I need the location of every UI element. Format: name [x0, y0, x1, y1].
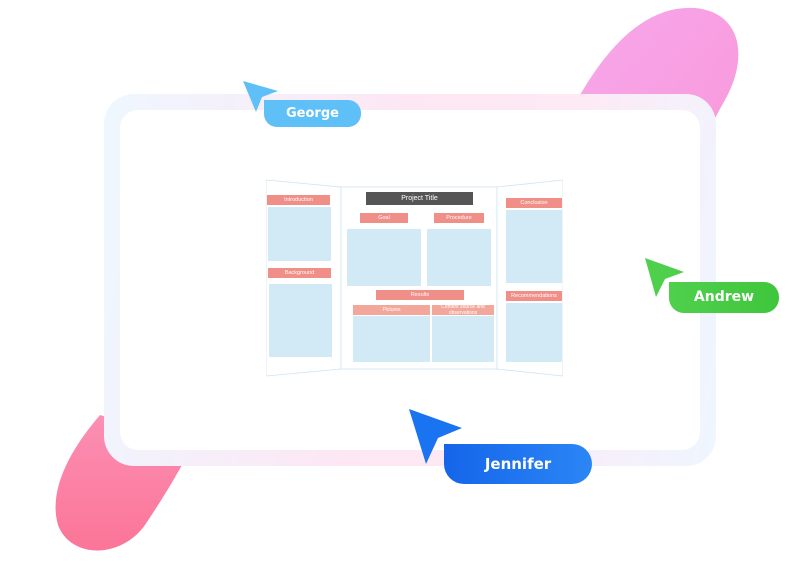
cursor-arrow-icon	[645, 258, 684, 297]
project-title-bar[interactable]: Project Title	[366, 192, 473, 205]
pictures-label: Pictures	[353, 305, 430, 315]
conclusion-box[interactable]	[506, 210, 562, 283]
collaborator-tag-jennifer: Jennifer	[444, 444, 592, 484]
goal-box[interactable]	[347, 229, 421, 286]
observations-label: Content source and observations	[432, 305, 494, 315]
goal-label: Goal	[360, 213, 408, 223]
introduction-box[interactable]	[268, 207, 331, 261]
recommendations-label: Recommendations	[506, 291, 562, 301]
collaborator-name: George	[286, 106, 339, 121]
collaborator-name: Andrew	[693, 289, 755, 305]
observations-box[interactable]	[432, 316, 494, 362]
conclusion-label: Conclusion	[506, 198, 562, 208]
results-label: Results	[376, 290, 464, 300]
pictures-box[interactable]	[353, 316, 430, 362]
cursor-arrow-icon	[243, 81, 278, 112]
recommendations-box[interactable]	[506, 303, 562, 362]
cursor-arrow-icon	[409, 409, 462, 464]
procedure-box[interactable]	[427, 229, 491, 286]
collaborator-name: Jennifer	[484, 455, 552, 473]
introduction-label: Introduction	[267, 195, 330, 205]
collaborator-tag-george: George	[264, 100, 361, 127]
background-box[interactable]	[269, 284, 332, 357]
procedure-label: Procedure	[434, 213, 484, 223]
background-label: Background	[268, 268, 331, 278]
collaborator-tag-andrew: Andrew	[669, 282, 779, 313]
trifold-board[interactable]: Introduction Background Project Title Go…	[266, 178, 563, 378]
